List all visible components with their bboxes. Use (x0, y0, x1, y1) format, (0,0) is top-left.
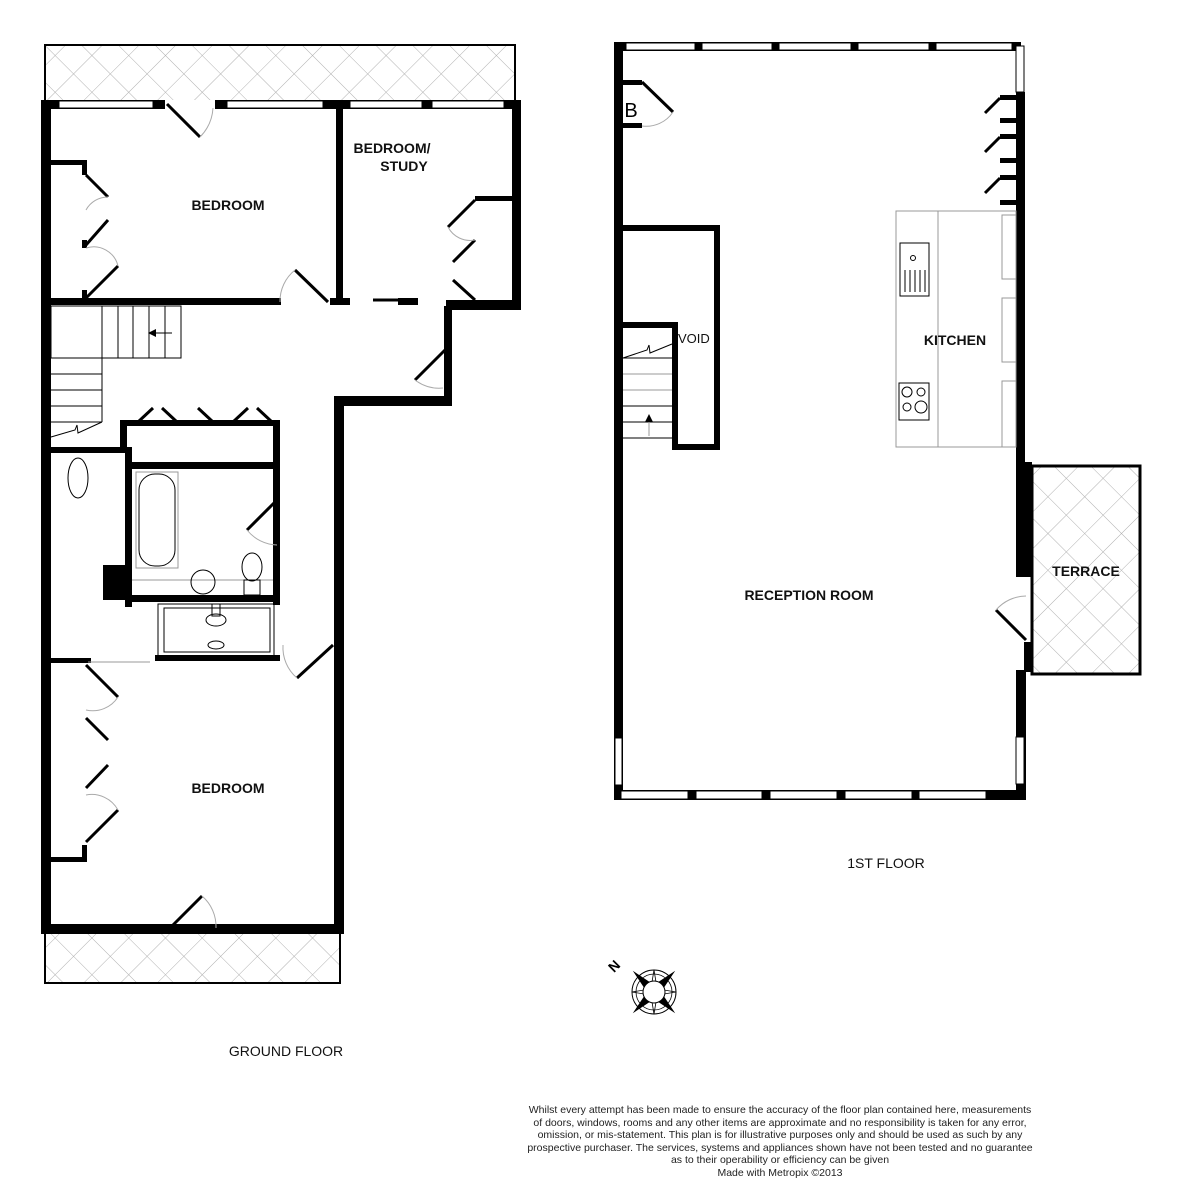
room-label-reception: RECEPTION ROOM (744, 587, 873, 603)
north-indicator-icon: N (605, 957, 623, 975)
room-label-bedroom-study-2: STUDY (380, 158, 428, 174)
sink-icon (899, 242, 930, 297)
bathroom-fixtures (67, 457, 275, 657)
disclaimer-line: of doors, windows, rooms and any other i… (533, 1116, 1027, 1129)
room-label-kitchen: KITCHEN (924, 332, 986, 348)
ground-doors (84, 102, 477, 930)
room-label-terrace: TERRACE (1052, 563, 1120, 579)
svg-text:N: N (605, 957, 623, 975)
right-cupboards (983, 95, 1016, 205)
ground-staircase (50, 305, 182, 438)
basin-icon (190, 569, 216, 595)
ground-floor-plan: BEDROOM BEDROOM/ STUDY BEDROOM GROUND FL… (41, 44, 521, 1059)
disclaimer-line: prospective purchaser. The services, sys… (527, 1141, 1033, 1154)
terrace-first-floor (1030, 464, 1142, 676)
wc-toilet-icon (67, 457, 89, 499)
ground-outer-walls (41, 100, 521, 934)
terrace-bottom (44, 932, 341, 984)
disclaimer-line: Whilst every attempt has been made to en… (528, 1104, 1032, 1116)
ground-internal-walls (51, 100, 515, 862)
credit-text: Made with Metropix ©2013 (717, 1166, 843, 1179)
void-stairwell: VOID (620, 225, 720, 450)
disclaimer: Whilst every attempt has been made to en… (470, 1104, 1090, 1179)
room-label-bedroom-study: BEDROOM/ (354, 140, 431, 156)
room-label-bedroom-bottom: BEDROOM (191, 780, 264, 796)
boiler-label: B (624, 100, 637, 122)
first-floor-title: 1ST FLOOR (847, 855, 925, 871)
disclaimer-line: omission, or mis-statement. This plan is… (537, 1129, 1023, 1141)
kitchen-units: KITCHEN (895, 210, 1017, 448)
shower-tray (157, 603, 275, 657)
void-label: VOID (678, 331, 710, 346)
ground-floor-title: GROUND FLOOR (229, 1043, 343, 1059)
terrace-top (44, 44, 516, 102)
compass-rose-icon: N (605, 957, 677, 1015)
first-floor-plan: B (614, 42, 1142, 871)
room-label-bedroom-top: BEDROOM (191, 197, 264, 213)
toilet-icon (241, 552, 263, 582)
hob-icon (898, 382, 930, 421)
disclaimer-line: as to their operability or efficiency ca… (670, 1154, 890, 1166)
first-outer-walls (614, 42, 1032, 800)
